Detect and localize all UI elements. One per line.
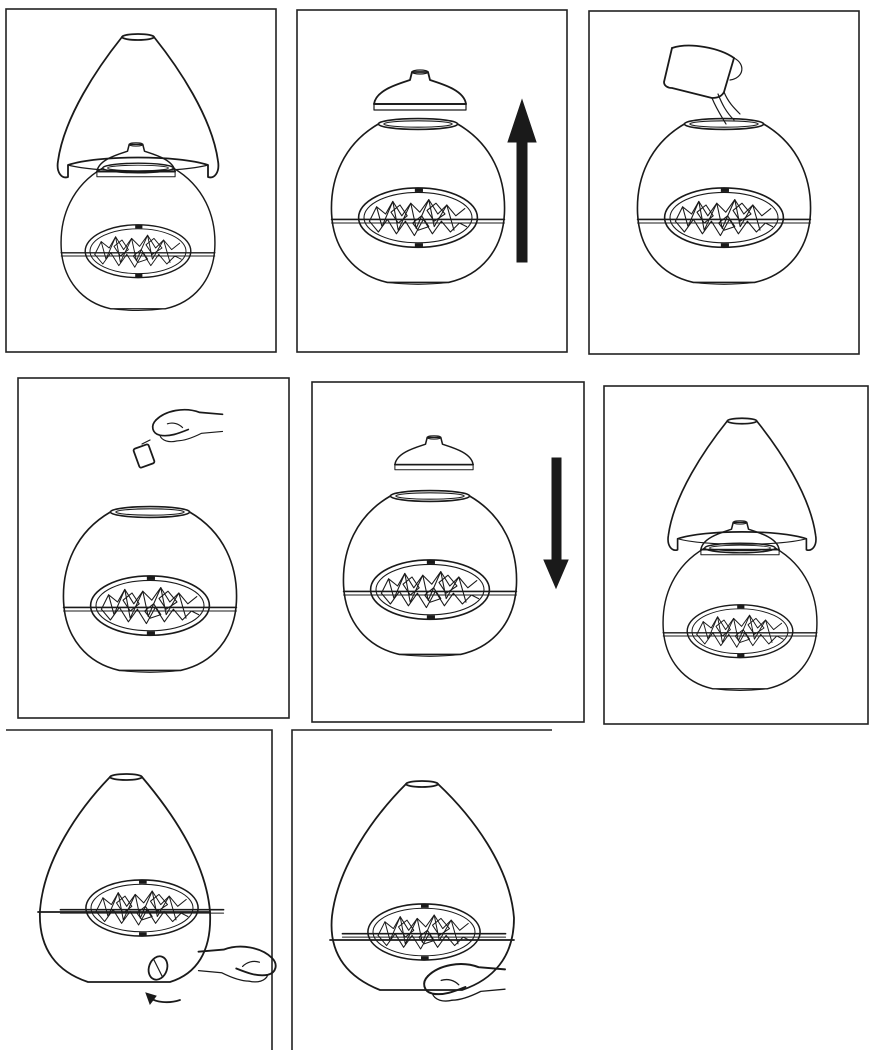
humidifier-body [637,119,810,285]
oil-bottle-icon [133,440,155,468]
up-arrow-icon [508,100,536,262]
cover-shell [668,418,816,550]
step-6-panel [604,386,868,724]
rotate-arrow-icon [146,993,180,1004]
cover-shell [58,34,219,177]
step-4-panel [18,378,289,718]
humidifier-body [331,119,504,285]
humidifier-body [343,491,516,657]
pitcher-icon [664,46,742,98]
step-3-panel [589,11,859,354]
humidifier-body [663,543,817,690]
step-7-panel [6,730,276,1050]
lid-cap [374,70,466,110]
down-arrow-icon [544,458,568,588]
step-2-panel [297,10,567,352]
humidifier-body [63,507,236,673]
step-8-panel [292,730,552,1050]
step-1-panel [6,9,276,352]
humidifier-assembled [38,774,224,982]
lid-cap [395,436,473,470]
humidifier-assembled [330,781,514,990]
hand-icon [153,410,223,442]
step-5-panel [312,382,584,722]
hand-icon [199,947,276,982]
hand-icon [424,964,505,1001]
control-knob-icon [145,954,170,983]
humidifier-body [61,163,215,310]
